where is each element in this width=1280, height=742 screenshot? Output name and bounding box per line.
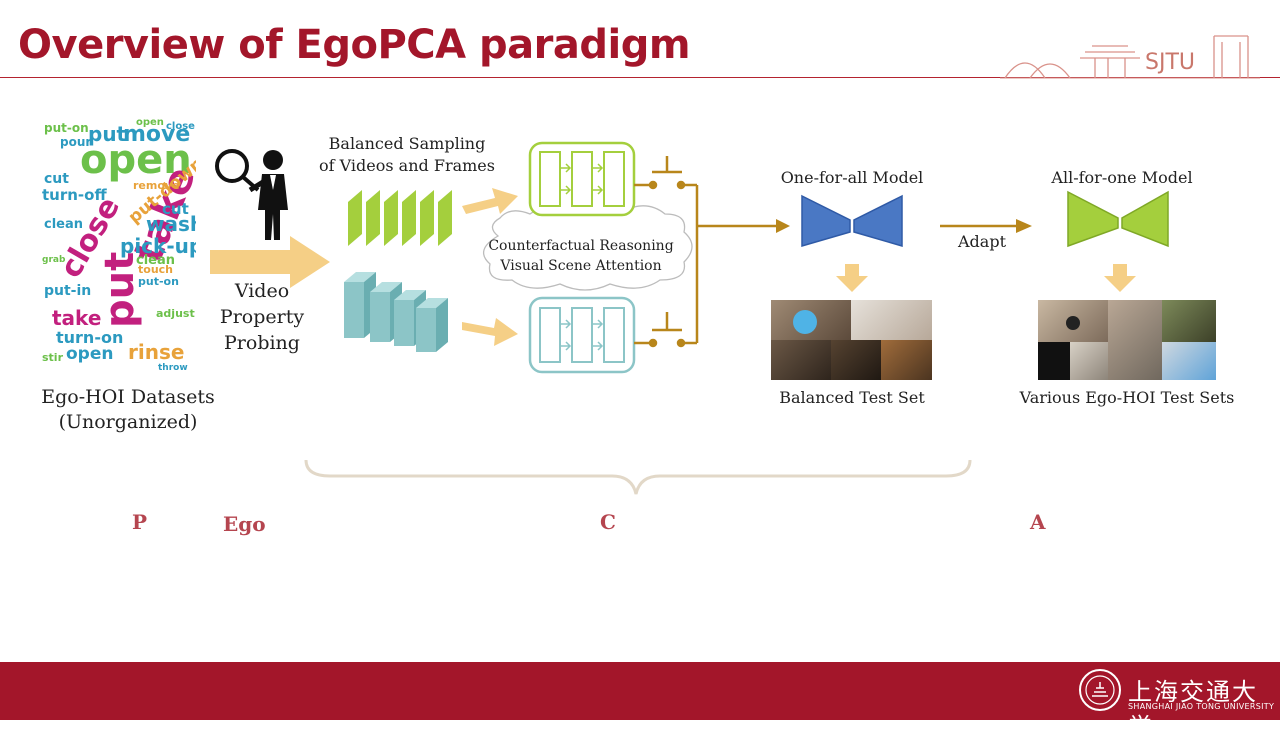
wordcloud-word: put-on [44,121,89,135]
stage-letter-c: C [600,510,616,534]
stage-letter-ego: Ego [223,512,266,536]
sampling-label-line1: Balanced Sampling [328,134,486,153]
switch-connectors [634,156,778,348]
wordcloud-word: throw [158,363,188,373]
probing-label-line2: Property [219,306,305,328]
cloud-label-line2: Visual Scene Attention [500,258,662,274]
wordcloud-word: remove [133,179,180,192]
down-arrow-various [1104,264,1136,292]
wordcloud-word: clean [44,217,84,232]
wordcloud-word: cut [44,171,69,187]
probing-label-line1: Video [234,280,290,302]
wordcloud-word: pick-up [120,234,196,258]
all-for-one-model-icon [1067,190,1169,248]
wordcloud-word: take [52,306,102,330]
title-divider [0,77,1280,78]
sjtu-gate-logo [1000,35,1260,79]
wordcloud-word: clean [136,253,176,268]
wordcloud-word: touch [138,263,173,276]
balanced-test-set-images [771,300,932,380]
datasets-label-line2: (Unorganized) [58,411,198,433]
one-for-all-label: One-for-all Model [780,168,924,187]
adapt-arrowhead [1016,219,1032,233]
stage-letter-a: A [1030,510,1046,534]
balanced-frames-icon [348,190,452,246]
curly-bracket [304,459,972,495]
probing-arrow [210,236,330,288]
probing-label-line3: Probing [224,332,300,354]
arrow-to-model [776,219,790,233]
wordcloud-word: move [123,122,191,147]
sampling-label-line2: of Videos and Frames [319,156,495,175]
pipeline-diagram [210,141,1169,495]
sampling-arrow-bottom [462,318,518,346]
network-green [528,141,636,217]
wordcloud-word: wash [146,212,196,236]
wordcloud-word: open [66,344,114,364]
various-test-label: Various Ego-HOI Test Sets [1019,388,1235,407]
wordcloud-word: put-on [138,275,179,288]
wordcloud-word: put [88,122,127,146]
wordcloud-word: turn-off [42,186,107,204]
footer-bar [0,662,1280,720]
balanced-test-label: Balanced Test Set [779,388,925,407]
cloud-label-line1: Counterfactual Reasoning [488,238,674,254]
sampling-arrow-top [462,188,518,214]
wordcloud-word: pour [60,135,92,149]
wordcloud-word: stir [42,351,64,364]
datasets-label-line1: Ego-HOI Datasets [41,386,215,408]
video-clips-icon [344,272,448,352]
slide-title: Overview of EgoPCA paradigm [18,22,691,68]
network-teal [528,296,636,374]
footer-university-en: SHANGHAI JIAO TONG UNIVERSITY [1128,702,1275,711]
wordcloud-word: turn-on [56,328,124,347]
wordcloud-word: rinse [128,340,185,364]
sjtu-logo-text: SJTU [1145,50,1195,75]
wordcloud-word: grab [42,255,66,265]
wordcloud-word: open [80,137,192,183]
wordcloud-word: put-in [44,283,92,299]
wordcloud-word: cut [162,200,189,218]
all-for-one-label: All-for-one Model [1051,168,1193,187]
action-wordcloud: open take put close move put wash pick-u… [38,118,196,376]
down-arrow-balanced [836,264,868,292]
person-magnifier-icon [215,149,288,240]
stage-letter-p: P [132,510,148,534]
one-for-all-model-icon [801,194,903,247]
various-test-sets-images [1038,300,1216,380]
adapt-label: Adapt [957,232,1006,251]
university-seal-icon [1079,669,1121,711]
wordcloud-word: open [136,118,164,128]
wordcloud-word: adjust [156,307,195,320]
wordcloud-word: close [166,121,195,132]
